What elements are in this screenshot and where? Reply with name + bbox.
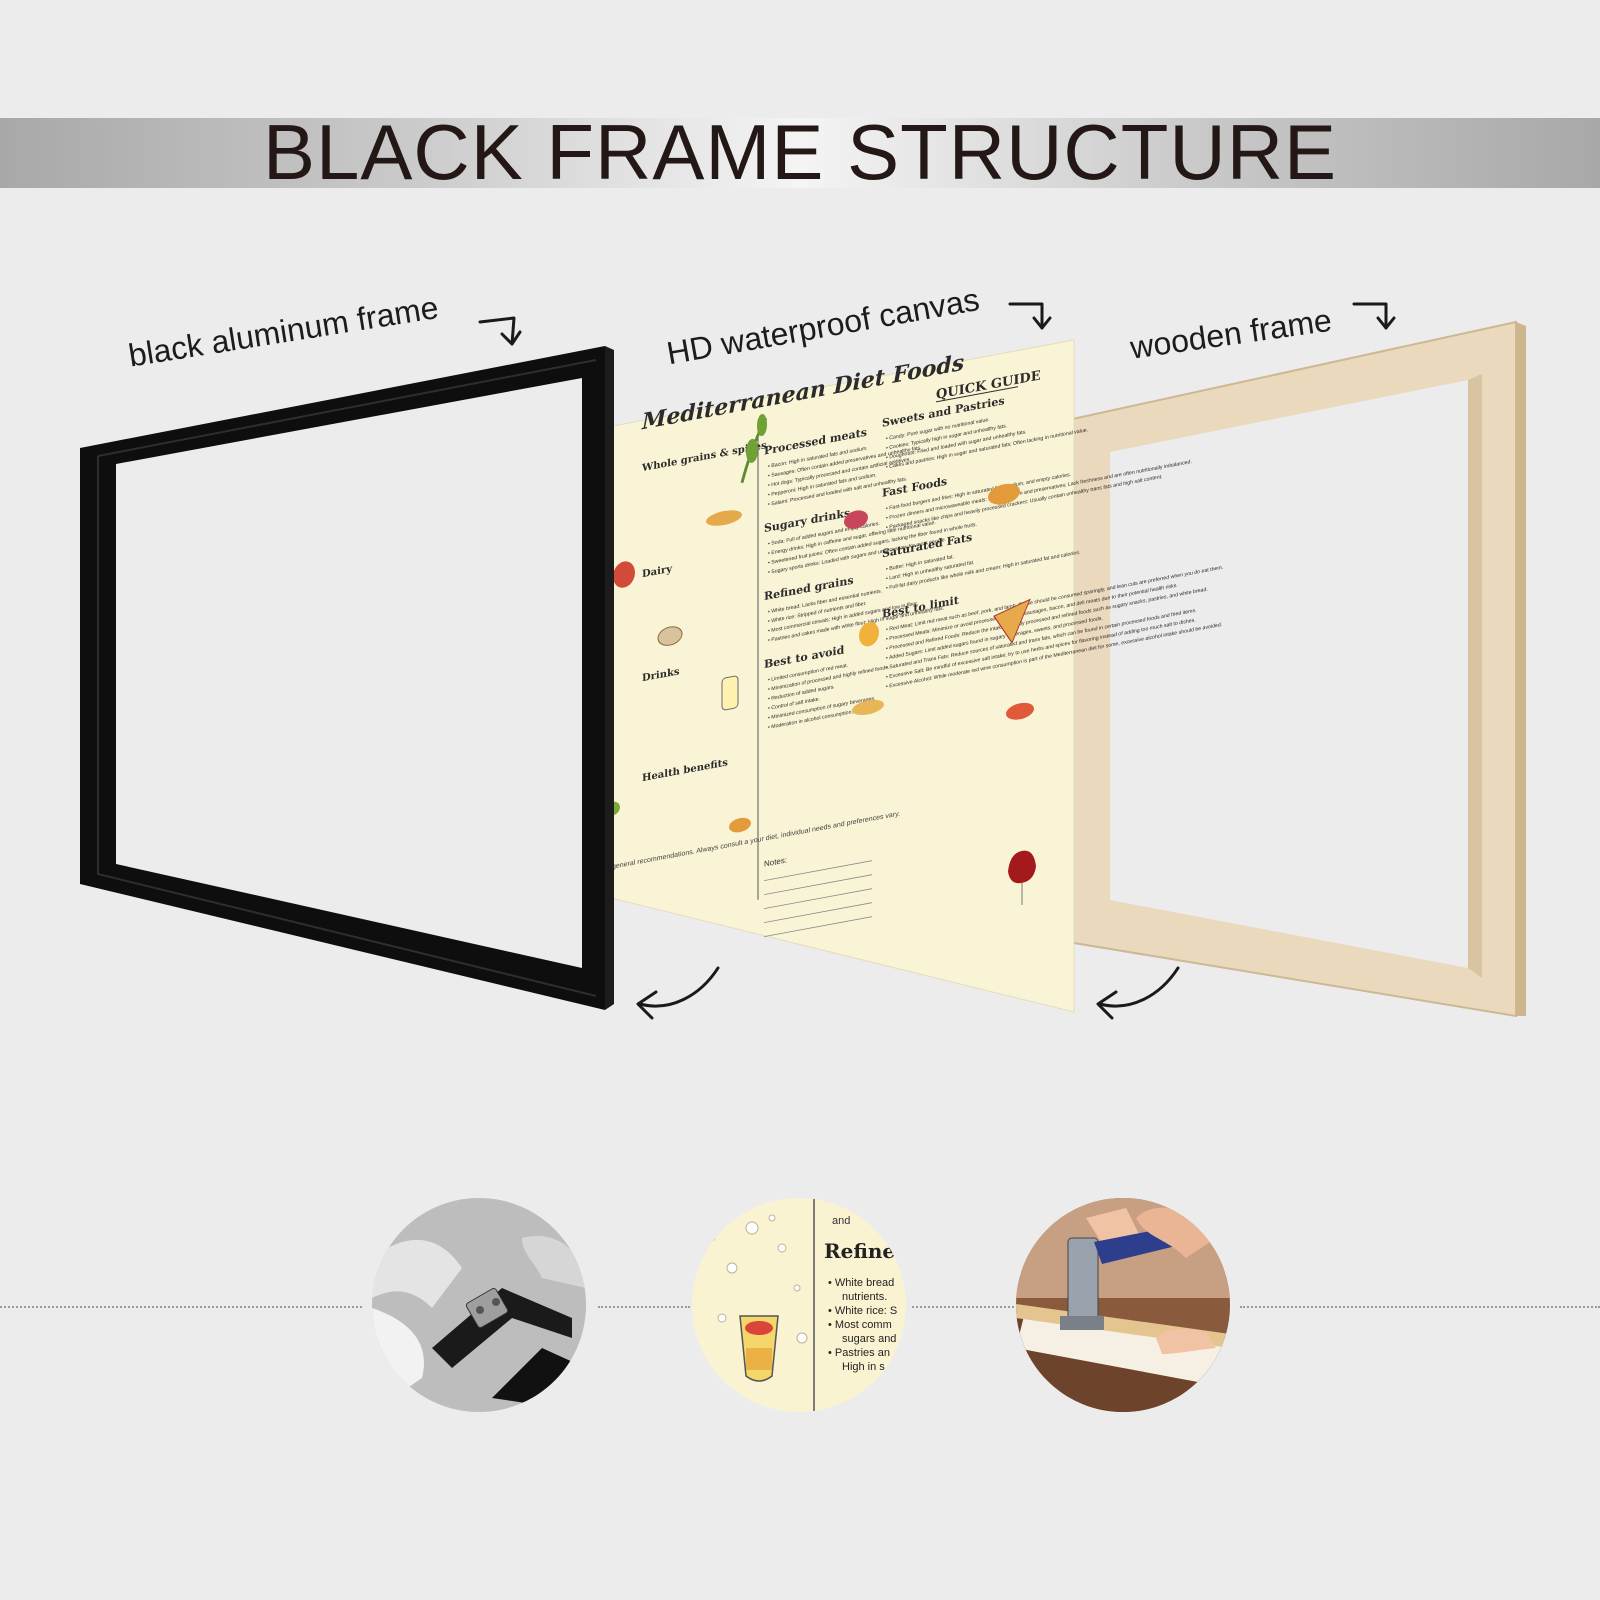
detail-aluminum-corner — [372, 1198, 586, 1412]
zoom-text-line: • Most comm — [828, 1319, 892, 1331]
page-title: BLACK FRAME STRUCTURE — [262, 108, 1338, 196]
curved-arrow-left-icon — [1096, 966, 1180, 1020]
zoom-text-top: and — [832, 1215, 850, 1227]
food-illustrations — [604, 413, 1036, 906]
divider-dotted — [912, 1306, 1014, 1308]
curved-arrow-left-icon — [636, 966, 720, 1020]
divider-dotted — [598, 1306, 690, 1308]
zoom-heading: Refined — [824, 1239, 906, 1263]
zoom-text-line: nutrients. — [842, 1291, 887, 1303]
arrow-down-right-icon — [478, 316, 522, 346]
divider-dotted — [0, 1306, 362, 1308]
wooden-frame — [1067, 320, 1526, 1018]
detail-stapling-wooden-frame — [1016, 1198, 1230, 1412]
arrow-down-right-icon — [1008, 302, 1052, 330]
black-aluminum-frame — [80, 346, 614, 1010]
zoom-text-line: • White rice: S — [828, 1305, 897, 1317]
zoom-text-lines: • White bread nutrients. • White rice: S • … — [828, 1277, 897, 1373]
zoom-text-line: • Pastries an — [828, 1347, 890, 1359]
title-banner — [0, 118, 1600, 188]
arrow-down-right-icon — [1352, 302, 1396, 330]
divider-dotted — [1240, 1306, 1600, 1308]
poster-section-heading: Dairy — [642, 563, 673, 581]
zoom-text-line: • White bread — [828, 1277, 894, 1289]
zoom-text-line: High in s — [842, 1361, 885, 1373]
poster-notes-label: Notes: — [764, 855, 787, 868]
zoom-text-line: sugars and — [842, 1333, 896, 1345]
